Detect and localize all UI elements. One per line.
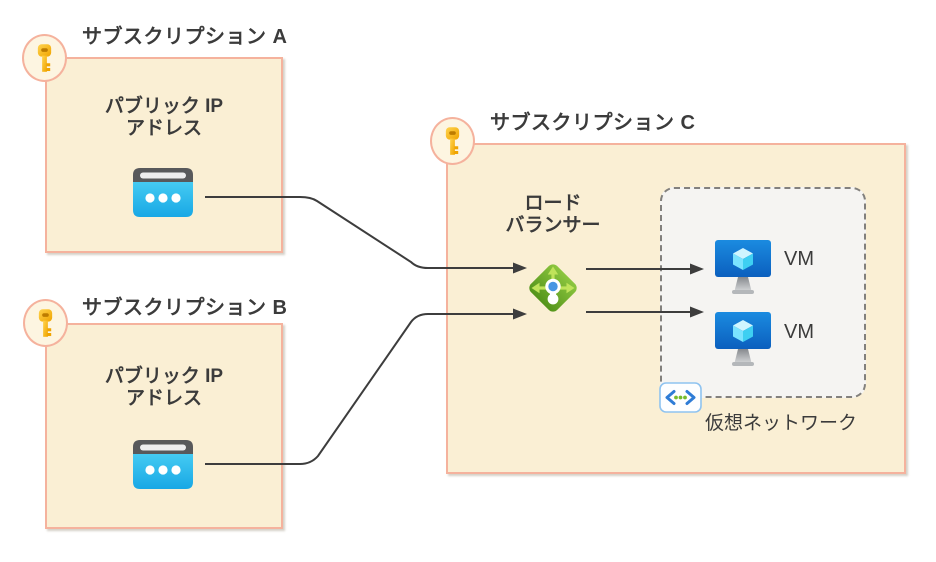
key-icon [443,126,462,157]
virtual-network-label: 仮想ネットワーク [705,413,858,434]
public-ip-icon [133,440,193,489]
subscription-a-key-badge [22,34,67,82]
virtual-network-icon [659,382,702,413]
public-ip-a-label: パブリック IP アドレス [104,96,224,139]
virtual-machine-icon [714,239,772,297]
virtual-machine-icon [714,311,772,369]
public-ip-icon [133,168,193,217]
key-icon [35,43,54,74]
load-balancer-icon [525,260,581,316]
key-icon [36,308,55,339]
subscription-a-box [45,57,283,253]
vm-2-label: VM [784,321,814,343]
subscription-a-title: サブスクリプション A [82,26,288,48]
vm-1-label: VM [784,248,814,270]
load-balancer-label: ロード バランサー [505,193,601,236]
subscription-b-title: サブスクリプション B [82,297,288,319]
public-ip-b-label: パブリック IP アドレス [104,366,224,409]
virtual-network-box [660,187,866,398]
subscription-c-title: サブスクリプション C [490,112,696,134]
subscription-c-key-badge [430,117,475,165]
subscription-b-box [45,323,283,529]
subscription-b-key-badge [23,299,68,347]
